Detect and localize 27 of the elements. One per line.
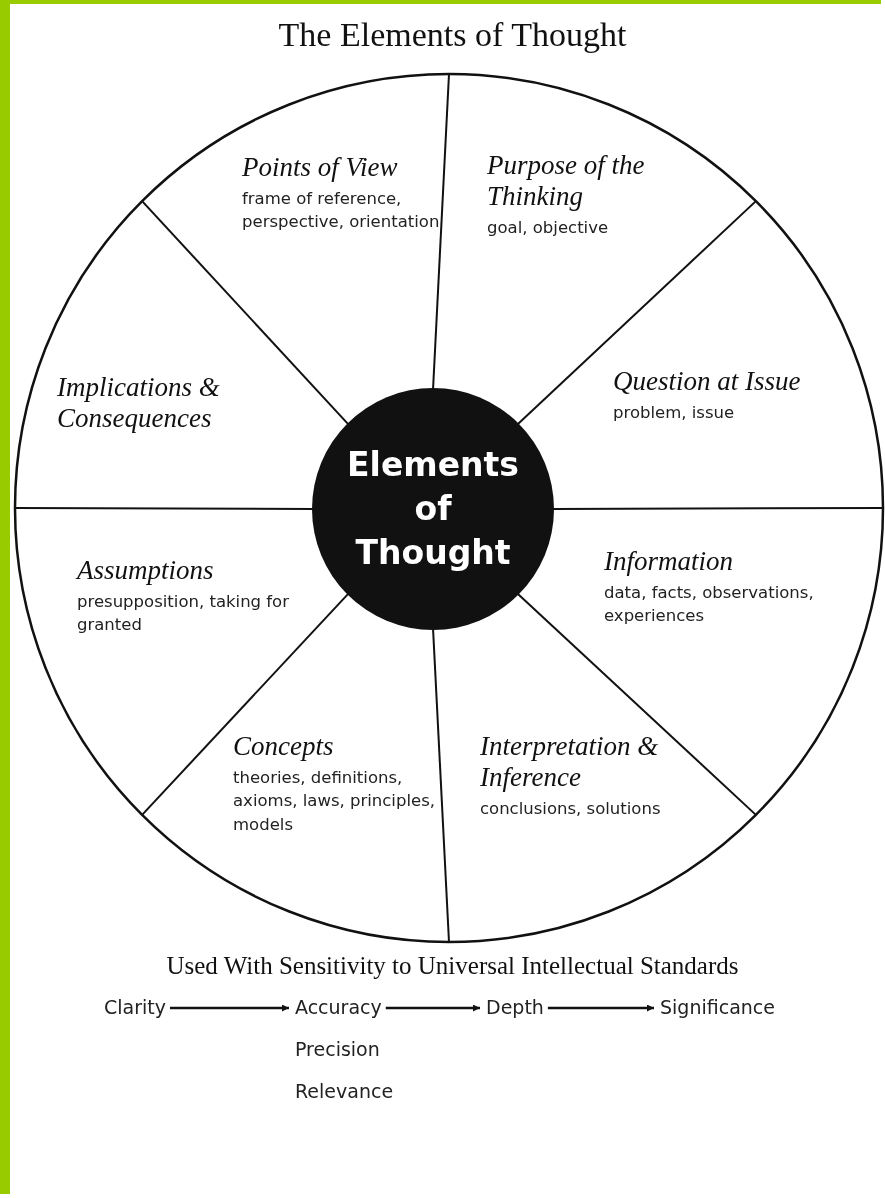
standard-name: Depth bbox=[486, 996, 544, 1018]
standard-name: Relevance bbox=[295, 1080, 394, 1102]
segment-heading: Question at Issue bbox=[613, 366, 802, 398]
segment-description: frame of reference, perspective, orientation bbox=[242, 188, 441, 234]
diagram-title: The Elements of Thought bbox=[277, 16, 628, 54]
segment-heading: Assumptions bbox=[77, 555, 215, 587]
segment-description: theories, definitions, axioms, laws, principles, models bbox=[233, 767, 436, 836]
segment-heading: Points of View bbox=[242, 152, 399, 184]
arrow bbox=[385, 1004, 480, 1012]
standard-name: Accuracy bbox=[295, 996, 382, 1018]
segment-heading: Information bbox=[604, 546, 734, 578]
segment-description: conclusions, solutions bbox=[480, 798, 662, 821]
segment-description: problem, issue bbox=[613, 402, 736, 425]
center-title: Elements of Thought bbox=[346, 444, 520, 574]
standard-name: Clarity bbox=[104, 996, 166, 1018]
segment-heading: Interpretation & Inference bbox=[480, 731, 660, 794]
standard-name: Significance bbox=[660, 996, 775, 1018]
arrow bbox=[547, 1004, 654, 1012]
segment-heading: Purpose of the Thinking bbox=[487, 150, 646, 213]
arrow bbox=[170, 1004, 289, 1012]
segment-heading: Implications & Consequences bbox=[57, 372, 221, 435]
segment-description: goal, objective bbox=[487, 217, 610, 240]
segment-description: data, facts, observations, experiences bbox=[604, 582, 815, 628]
segment-heading: Concepts bbox=[233, 731, 335, 763]
standards-heading: Used With Sensitivity to Universal Intellectual Standards bbox=[165, 952, 740, 980]
standard-name: Precision bbox=[295, 1038, 380, 1060]
segment-description: presupposition, taking for granted bbox=[77, 591, 290, 637]
